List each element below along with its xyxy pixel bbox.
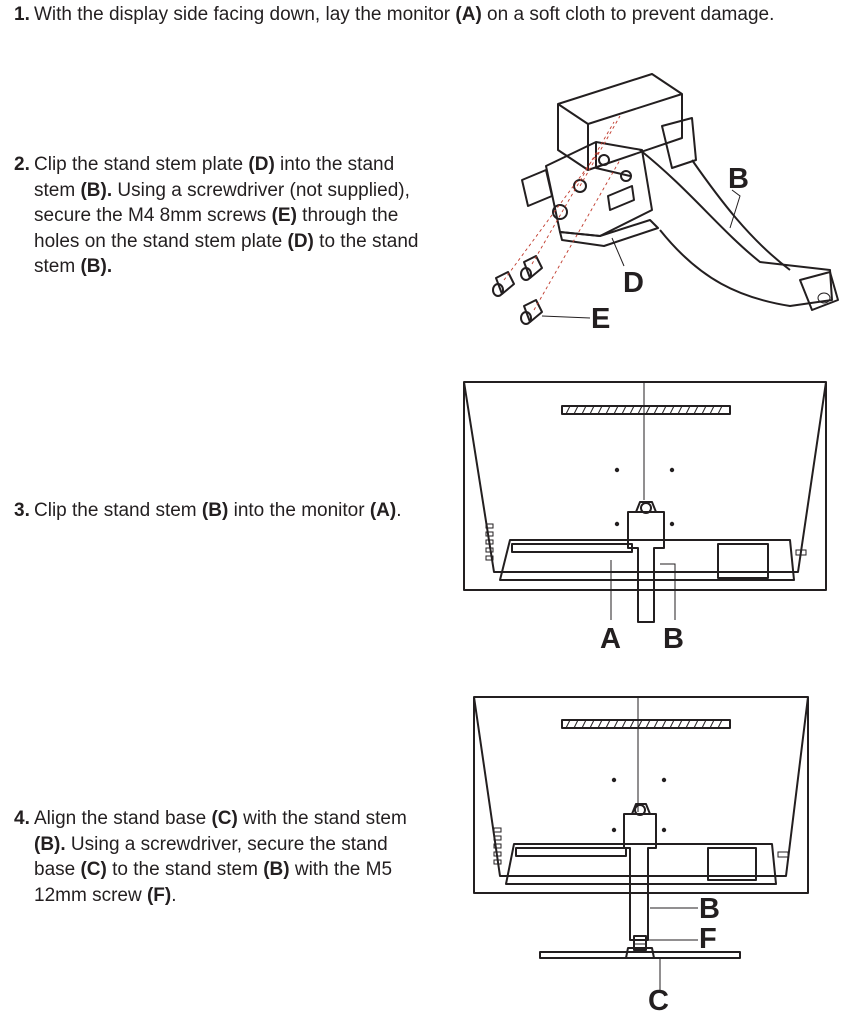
leader-line-e	[541, 315, 591, 319]
step-text: Clip the stand stem plate (D) into the s…	[14, 152, 434, 280]
part-ref: (B)	[201, 500, 229, 521]
part-ref: (F)	[146, 884, 172, 906]
text-run: Clip the stand stem	[34, 500, 202, 521]
label-c: C	[648, 985, 669, 1016]
text-run: into the monitor	[228, 500, 370, 521]
stand-stem-drawing	[557, 73, 839, 311]
part-ref: (D)	[287, 230, 314, 252]
part-ref: (C)	[80, 859, 107, 880]
text-run: with the stand stem	[237, 808, 407, 829]
figure-stem-into-monitor: A B	[463, 381, 827, 655]
text-run: through the holes on the stand stem plat…	[34, 205, 399, 252]
text-run: Align the stand base	[34, 808, 212, 829]
leader-line-b	[660, 563, 676, 620]
step-2: 2. Clip the stand stem plate (D) into th…	[14, 152, 434, 280]
text-run: Using a screwdriver, secure the stand ba…	[34, 833, 388, 881]
step-text: Clip the stand stem (B) into the monitor…	[14, 498, 434, 524]
label-e: E	[591, 303, 610, 335]
stem-plate-drawing	[521, 141, 659, 247]
label-a: A	[600, 623, 621, 655]
part-ref: (D)	[248, 154, 275, 175]
label-f: F	[699, 923, 717, 955]
text-run: to the stand stem	[106, 859, 264, 880]
step-3: 3. Clip the stand stem (B) into the moni…	[14, 498, 434, 524]
text-run: with the M5 12mm screw	[34, 859, 393, 906]
label-b: B	[728, 163, 749, 195]
stand-stem-drawing	[627, 501, 665, 623]
text-run: With the display side facing down, lay t…	[34, 4, 456, 25]
text-run: on a soft cloth to prevent damage.	[481, 4, 775, 25]
text-run: to the stand stem	[34, 230, 419, 278]
part-ref: (C)	[211, 808, 238, 829]
leader-line-b	[729, 189, 741, 229]
part-ref: (A)	[455, 4, 482, 25]
text-run: Using a screwdriver (not supplied), secu…	[34, 179, 410, 227]
stand-base-drawing	[539, 947, 741, 959]
figure-stand-base-assembly: B F C	[473, 696, 809, 1016]
stand-stem-drawing	[623, 803, 657, 941]
step-number: 1.	[14, 4, 30, 25]
step-text: Align the stand base (C) with the stand …	[14, 806, 434, 908]
text-run: .	[171, 884, 177, 906]
part-ref: (B).	[80, 179, 113, 201]
label-b: B	[699, 893, 720, 925]
step-1: 1. With the display side facing down, la…	[14, 2, 804, 28]
figure-stem-plate-assembly: B D E	[492, 73, 839, 335]
label-d: D	[623, 267, 644, 299]
alignment-lines	[503, 115, 621, 311]
step-text: With the display side facing down, lay t…	[14, 2, 804, 28]
part-ref: (B).	[34, 833, 66, 855]
part-ref: (E)	[271, 205, 297, 226]
part-ref: (B)	[263, 859, 290, 880]
part-ref: (A)	[369, 500, 397, 521]
step-4: 4. Align the stand base (C) with the sta…	[14, 806, 434, 908]
text-run: into the stand stem	[34, 154, 395, 201]
screws-drawing	[492, 255, 543, 325]
step-number: 4.	[14, 808, 30, 829]
label-b: B	[663, 623, 684, 655]
leader-line-d	[611, 237, 625, 267]
step-number: 3.	[14, 500, 30, 521]
monitor-back-drawing	[473, 696, 809, 894]
monitor-back-drawing	[463, 381, 827, 591]
step-number: 2.	[14, 154, 30, 175]
text-run: Clip the stand stem plate	[34, 154, 249, 175]
part-ref: (B).	[80, 256, 113, 277]
text-run: .	[396, 500, 402, 521]
